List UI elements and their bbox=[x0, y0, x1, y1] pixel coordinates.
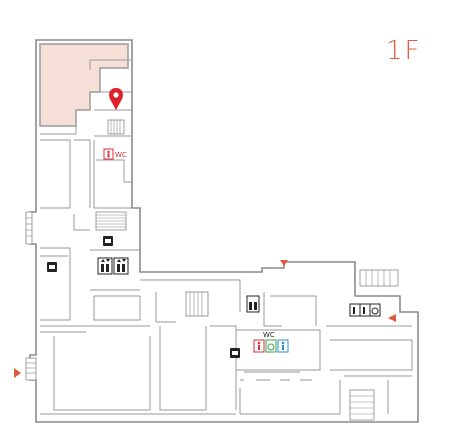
wc-label-upper: WC bbox=[115, 151, 127, 159]
wall-segment bbox=[53, 336, 151, 411]
wall-segment bbox=[40, 139, 71, 209]
southwest-entrance-steps bbox=[25, 357, 37, 381]
entrance-arrow-icon bbox=[280, 260, 288, 266]
male-restroom-icon[interactable] bbox=[253, 339, 265, 353]
west-entrance-steps bbox=[25, 211, 33, 245]
wall-segment bbox=[89, 59, 132, 70]
accessible-restroom-icon[interactable] bbox=[369, 303, 381, 317]
building-outline bbox=[29, 39, 419, 423]
accessible-restroom-icon[interactable] bbox=[265, 339, 277, 353]
restroom-icon[interactable] bbox=[103, 148, 114, 160]
wall-segment bbox=[155, 292, 176, 323]
stairs-icon bbox=[359, 269, 399, 287]
wall-segment bbox=[93, 140, 132, 209]
wall-segment bbox=[93, 295, 141, 321]
stairs-icon bbox=[349, 389, 375, 421]
stairs-icon bbox=[189, 292, 203, 316]
wall-segment bbox=[159, 326, 207, 411]
wc-label-lower: WC bbox=[263, 331, 275, 339]
wall-segment bbox=[239, 380, 341, 415]
wall-segment bbox=[40, 126, 77, 135]
wall-segment bbox=[96, 159, 132, 183]
wall-segment bbox=[73, 214, 90, 231]
vending-machine-icon[interactable] bbox=[47, 262, 57, 272]
stairs-icon bbox=[95, 211, 127, 231]
wall-segment bbox=[330, 339, 413, 371]
wall-segment bbox=[210, 325, 237, 410]
floor-label: 1F bbox=[386, 36, 422, 66]
elevator-icon[interactable] bbox=[113, 257, 129, 275]
entrance-arrow-icon bbox=[14, 368, 21, 378]
elevator-icon[interactable] bbox=[97, 257, 113, 275]
wall-segment bbox=[185, 291, 209, 317]
vending-machine-icon[interactable] bbox=[230, 348, 240, 358]
stairs-icon bbox=[107, 119, 125, 135]
elevator-icon[interactable] bbox=[246, 295, 260, 313]
wall-segment bbox=[270, 295, 317, 326]
wall-segment bbox=[236, 329, 321, 371]
wall-segment bbox=[40, 247, 71, 321]
wall-segment bbox=[74, 139, 91, 208]
female-restroom-icon[interactable] bbox=[277, 339, 289, 353]
vending-machine-icon[interactable] bbox=[103, 236, 113, 246]
wall-segment bbox=[263, 292, 282, 327]
wall-segment bbox=[140, 279, 241, 312]
highlighted-room[interactable] bbox=[39, 43, 129, 127]
restroom-group-icon[interactable] bbox=[349, 303, 371, 317]
location-pin-icon[interactable] bbox=[109, 88, 123, 110]
entrance-arrow-icon bbox=[388, 314, 396, 322]
